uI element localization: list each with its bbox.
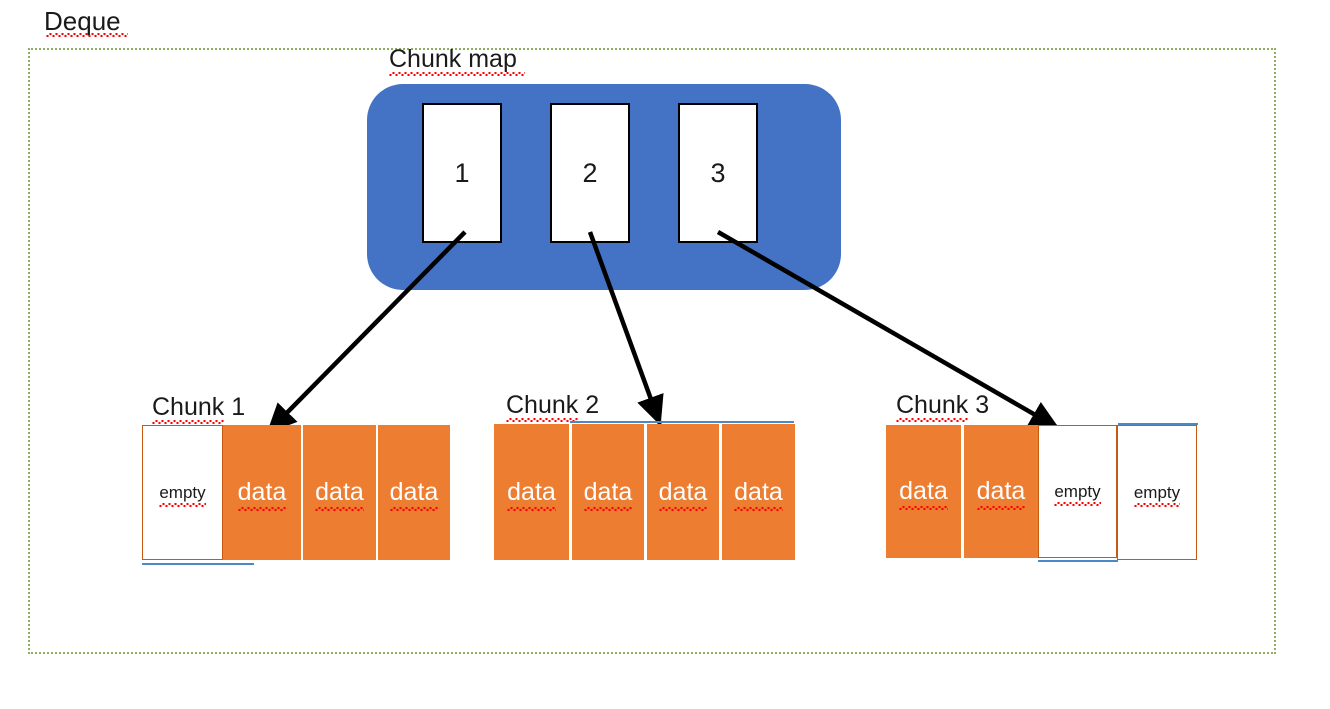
chunk-map-label-text: Chunk map xyxy=(389,45,517,73)
chunk-3-cell-1[interactable]: data xyxy=(886,425,961,558)
chunk-map-slot-label: 3 xyxy=(710,157,726,188)
cell-label: empty xyxy=(1133,483,1181,507)
chunk-label-text: Chunk 1 xyxy=(152,393,246,421)
accent-line xyxy=(1118,423,1198,425)
cell-label: data xyxy=(658,478,708,511)
chunk-1-label: Chunk 1 xyxy=(152,392,246,424)
slide-frame xyxy=(28,48,1276,654)
chunk-map-slot-label: 1 xyxy=(454,157,470,188)
accent-line xyxy=(570,421,794,423)
chunk-1-cell-1[interactable]: empty xyxy=(142,425,223,560)
cell-label: data xyxy=(389,478,439,511)
cell-label: data xyxy=(583,478,633,511)
chunk-2: data data data data xyxy=(494,421,804,564)
chunk-1-cell-2[interactable]: data xyxy=(223,425,301,560)
chunk-map-slot-1[interactable]: 1 xyxy=(422,103,502,243)
chunk-3-label: Chunk 3 xyxy=(896,390,990,422)
chunk-3-cell-4[interactable]: empty xyxy=(1117,425,1197,560)
cell-label: data xyxy=(315,478,364,511)
accent-line xyxy=(142,563,254,565)
chunk-2-cell-3[interactable]: data xyxy=(647,424,719,560)
cell-label: data xyxy=(976,477,1026,510)
cell-label: data xyxy=(899,477,948,510)
accent-line xyxy=(1038,560,1118,562)
chunk-label-text: Chunk 2 xyxy=(506,391,600,419)
chunk-label-text: Chunk 3 xyxy=(896,391,990,419)
chunk-1: empty data data data xyxy=(142,425,452,565)
chunk-1-cell-3[interactable]: data xyxy=(303,425,376,560)
page-title: Deque xyxy=(44,6,128,37)
chunk-1-cell-4[interactable]: data xyxy=(378,425,450,560)
cell-label: data xyxy=(507,478,556,511)
chunk-2-cell-2[interactable]: data xyxy=(572,424,644,560)
chunk-map-slot-label: 2 xyxy=(582,157,598,188)
chunk-2-cell-4[interactable]: data xyxy=(722,424,795,560)
chunk-map-label: Chunk map xyxy=(389,44,525,76)
chunk-map-container: 1 2 3 xyxy=(367,84,841,290)
chunk-3-cell-3[interactable]: empty xyxy=(1038,425,1117,558)
page-title-text: Deque xyxy=(44,6,121,36)
cell-label: data xyxy=(734,478,783,511)
cell-label: empty xyxy=(1054,482,1101,506)
chunk-3-cell-2[interactable]: data xyxy=(964,425,1038,558)
chunk-2-cell-1[interactable]: data xyxy=(494,424,569,560)
chunk-3: data data empty empty xyxy=(886,423,1201,565)
chunk-2-label: Chunk 2 xyxy=(506,390,600,422)
cell-label: data xyxy=(237,478,287,511)
chunk-map-slot-3[interactable]: 3 xyxy=(678,103,758,243)
cell-label: empty xyxy=(159,483,206,507)
chunk-map-slot-2[interactable]: 2 xyxy=(550,103,630,243)
